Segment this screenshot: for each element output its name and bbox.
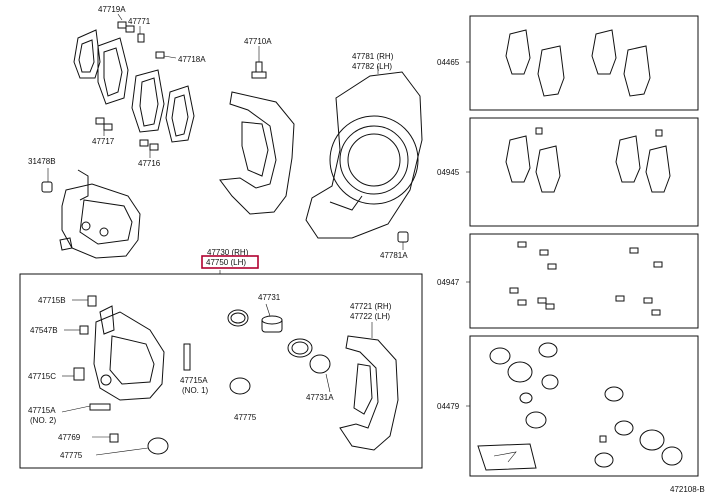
caliper-body-lower (93, 305, 165, 401)
label-kit-04465: 04465 (437, 58, 460, 67)
label-47715A-no2-sub: (NO. 2) (30, 416, 57, 425)
label-47719A: 47719A (98, 5, 126, 14)
kit-box-04947 (466, 233, 699, 329)
label-kit-04945: 04945 (437, 168, 460, 177)
label-47718A: 47718A (178, 55, 206, 64)
label-47722-lh: 47722 (LH) (350, 312, 390, 321)
caliper-mounting-bracket-top (219, 91, 295, 215)
label-47730-rh: 47730 (RH) (207, 248, 249, 257)
bolt-47781A (397, 231, 409, 250)
caliper-assembly-box (19, 273, 423, 469)
top-left-leaders (103, 13, 177, 158)
bleeder-cap-31478B (41, 168, 53, 193)
label-47716: 47716 (138, 159, 161, 168)
label-47715A-no1: 47715A (180, 376, 208, 385)
label-47750-lh: 47750 (LH) (206, 258, 246, 267)
brake-pads-group (73, 29, 195, 143)
disc-brake-dust-shield (305, 71, 423, 239)
caliper-body-top (59, 169, 141, 259)
label-47775-a: 47775 (234, 413, 257, 422)
kit-box-04479 (466, 335, 699, 477)
label-47715A-no2: 47715A (28, 406, 56, 415)
label-kit-04947: 04947 (437, 278, 460, 287)
label-47721-rh: 47721 (RH) (350, 302, 392, 311)
label-47775-b: 47775 (60, 451, 83, 460)
label-47715C: 47715C (28, 372, 56, 381)
label-47782-lh: 47782 (LH) (352, 62, 392, 71)
label-47771: 47771 (128, 17, 151, 26)
label-47710A: 47710A (244, 37, 272, 46)
label-47769: 47769 (58, 433, 81, 442)
diagram-reference-code: 472108-B (670, 485, 705, 494)
caliper-mounting-bracket-lower (339, 335, 399, 451)
pad-shim-clips (95, 21, 165, 151)
small-parts-left (73, 295, 251, 455)
label-47715B: 47715B (38, 296, 66, 305)
label-47781A: 47781A (380, 251, 408, 260)
piston-seals (227, 303, 331, 393)
label-31478B: 31478B (28, 157, 56, 166)
label-47717: 47717 (92, 137, 115, 146)
label-47731: 47731 (258, 293, 281, 302)
lower-left-leaders (61, 299, 149, 456)
label-47781-rh: 47781 (RH) (352, 52, 394, 61)
label-47715A-no1-sub: (NO. 1) (182, 386, 209, 395)
kit-box-04465 (466, 15, 699, 111)
label-47731A: 47731A (306, 393, 334, 402)
bolt-47710A (251, 46, 267, 79)
highlight-47750 (201, 255, 259, 269)
label-kit-04479: 04479 (437, 402, 460, 411)
kit-box-04945 (466, 117, 699, 227)
label-47547B: 47547B (30, 326, 58, 335)
